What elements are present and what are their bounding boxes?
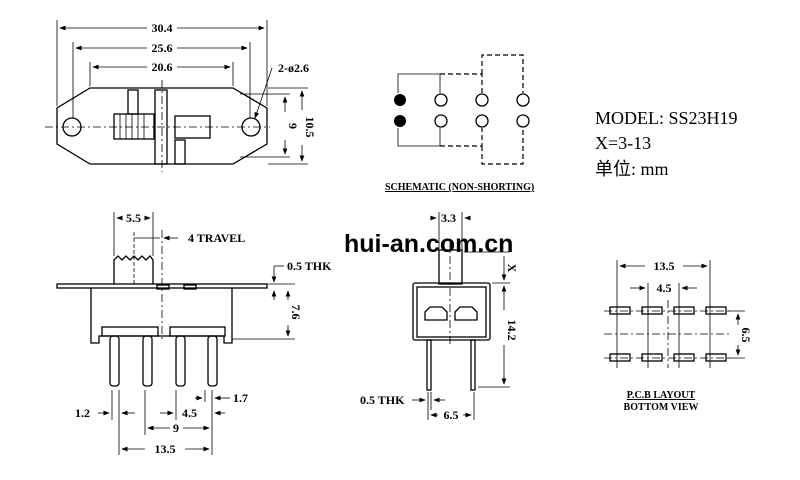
top-view: 30.4 25.6 20.6 2-ø2.6 9 10.5 bbox=[45, 20, 317, 172]
front-view: 3.3 X 14.2 0.5 THK 6.5 bbox=[360, 211, 519, 422]
dim-row-spacing: 6.5 bbox=[444, 408, 459, 422]
dim-actuator-width: 3.3 bbox=[441, 211, 456, 225]
dim-overall-length: 30.4 bbox=[152, 21, 173, 35]
dim-flange-thickness: 0.5 THK bbox=[287, 259, 332, 273]
dim-total-width: 13.5 bbox=[155, 442, 176, 456]
dim-travel: 4 TRAVEL bbox=[188, 231, 245, 245]
dim-x: X bbox=[505, 264, 519, 273]
dim-body-height: 7.6 bbox=[289, 305, 303, 320]
dim-pin-pitch: 4.5 bbox=[657, 281, 672, 295]
dim-row-spacing: 6.5 bbox=[739, 328, 753, 343]
unit-label: 单位: mm bbox=[595, 159, 669, 179]
dim-actuator-width: 5.5 bbox=[126, 211, 141, 225]
dim-body-length: 20.6 bbox=[152, 60, 173, 74]
model-label: MODEL: SS23H19 bbox=[595, 108, 738, 128]
dim-pin-width: 1.2 bbox=[75, 406, 90, 420]
dim-inner-height: 9 bbox=[286, 123, 300, 129]
dim-hole-diameter: 2-ø2.6 bbox=[278, 61, 309, 75]
dim-hole-spacing: 25.6 bbox=[152, 41, 173, 55]
schematic-title: SCHEMATIC (NON-SHORTING) bbox=[385, 182, 534, 193]
dim-pin-width-2: 1.7 bbox=[233, 391, 248, 405]
side-view: 5.5 4 TRAVEL 0.5 THK 7.6 1.2 1.7 4.5 9 1… bbox=[56, 211, 332, 456]
pcb-layout-subtitle: BOTTOM VIEW bbox=[624, 402, 699, 413]
dim-outer-height: 10.5 bbox=[303, 117, 317, 138]
dim-9: 9 bbox=[173, 421, 179, 435]
dim-pin-pitch: 4.5 bbox=[182, 406, 197, 420]
schematic: SCHEMATIC (NON-SHORTING) bbox=[385, 54, 534, 193]
watermark: hui-an.com.cn bbox=[344, 230, 513, 258]
pcb-layout: 13.5 4.5 6.5 P.C.B LAYOUT BOTTOM VIEW bbox=[604, 259, 753, 413]
dim-total-height: 14.2 bbox=[505, 320, 519, 341]
x-range-label: X=3-13 bbox=[595, 133, 651, 153]
dim-pin-thickness: 0.5 THK bbox=[360, 393, 405, 407]
dim-total-width: 13.5 bbox=[654, 259, 675, 273]
pcb-layout-title: P.C.B LAYOUT bbox=[627, 390, 696, 401]
